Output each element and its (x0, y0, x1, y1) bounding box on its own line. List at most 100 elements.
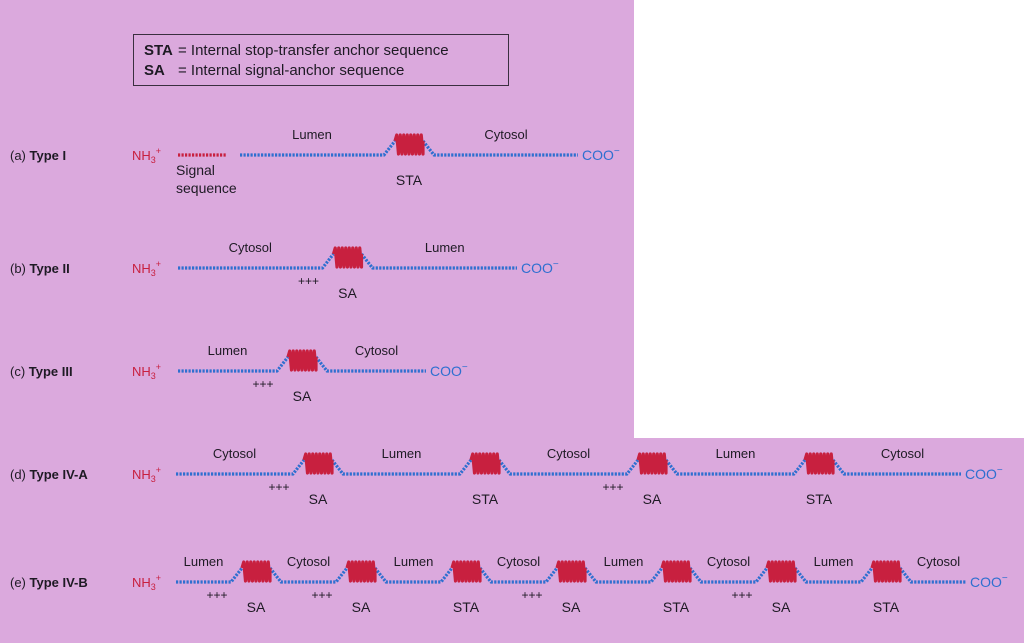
c-terminus-label: COO− (430, 362, 468, 379)
row-title-prefix: (e) (10, 575, 30, 590)
legend-text: = Internal stop-transfer anchor sequence (178, 42, 449, 59)
legend-abbr: SA (144, 62, 165, 79)
positive-charge-cluster: +++ (298, 274, 319, 288)
row-title-name: Type IV-A (30, 467, 89, 482)
polypeptide-chain (240, 140, 578, 157)
sta-label: STA (873, 599, 900, 615)
compartment-label-lumen: Lumen (292, 127, 332, 142)
row-title: (c) Type III (10, 364, 73, 379)
transmembrane-helix (345, 560, 377, 583)
compartment-label-cytosol: Cytosol (917, 554, 960, 569)
row-title: (e) Type IV-B (10, 575, 88, 590)
polypeptide-chain (176, 459, 961, 476)
compartment-label-lumen: Lumen (208, 343, 248, 358)
polypeptide-chain (178, 356, 426, 373)
protein-row-type-iv-b: (e) Type IV-B NH3+ SA +++ SA +++ STA SA +++ STA SA… (10, 554, 1008, 615)
sta-label: STA (472, 491, 499, 507)
row-title-prefix: (d) (10, 467, 30, 482)
compartment-label-lumen: Lumen (184, 554, 224, 569)
legend-row-sta: STA = Internal stop-transfer anchor seque… (144, 41, 508, 61)
compartment-label-cytosol: Cytosol (229, 240, 272, 255)
transmembrane-helix (450, 560, 482, 583)
signal-sequence-label: Signal (176, 162, 215, 178)
transmembrane-helix (331, 246, 364, 269)
sta-label: STA (806, 491, 833, 507)
row-title: (b) Type II (10, 261, 70, 276)
compartment-label-cytosol: Cytosol (547, 446, 590, 461)
n-terminus-label: NH3+ (132, 465, 161, 484)
row-title: (d) Type IV-A (10, 467, 88, 482)
row-title-name: Type III (29, 364, 73, 379)
compartment-label-lumen: Lumen (716, 446, 756, 461)
transmembrane-helix (302, 452, 334, 475)
n-terminus-label: NH3+ (132, 573, 161, 592)
n-terminus-label: NH3+ (132, 362, 161, 381)
compartment-label-lumen: Lumen (814, 554, 854, 569)
compartment-label-cytosol: Cytosol (497, 554, 540, 569)
sa-label: SA (338, 285, 357, 301)
legend-box: STA = Internal stop-transfer anchor seque… (133, 34, 509, 86)
positive-charge-cluster: +++ (731, 588, 752, 602)
compartment-label-lumen: Lumen (604, 554, 644, 569)
transmembrane-helix (660, 560, 692, 583)
c-terminus-label: COO− (965, 465, 1003, 482)
sa-label: SA (643, 491, 662, 507)
positive-charge-cluster: +++ (521, 588, 542, 602)
sa-label: SA (293, 388, 312, 404)
transmembrane-helix (636, 452, 668, 475)
sta-label: STA (396, 172, 423, 188)
c-terminus-label: COO− (582, 146, 620, 163)
compartment-label-cytosol: Cytosol (213, 446, 256, 461)
n-terminus-label: NH3+ (132, 146, 161, 165)
positive-charge-cluster: +++ (268, 480, 289, 494)
compartment-label-cytosol: Cytosol (707, 554, 750, 569)
transmembrane-helix (765, 560, 797, 583)
signal-sequence-label: sequence (176, 180, 237, 196)
c-terminus-label: COO− (970, 573, 1008, 590)
row-title-name: Type II (30, 261, 70, 276)
compartment-label-cytosol: Cytosol (881, 446, 924, 461)
row-title-prefix: (c) (10, 364, 29, 379)
sa-label: SA (309, 491, 328, 507)
protein-row-type-i: (a) Type I NH3+ Signal sequence STA Lumen Cyto… (10, 127, 620, 196)
n-terminus-label: NH3+ (132, 259, 161, 278)
transmembrane-helix (870, 560, 902, 583)
positive-charge-cluster: +++ (252, 377, 273, 391)
sta-label: STA (453, 599, 480, 615)
polypeptide-chain (178, 253, 517, 270)
c-terminus-label: COO− (521, 259, 559, 276)
sa-label: SA (352, 599, 371, 615)
compartment-label-lumen: Lumen (425, 240, 465, 255)
transmembrane-helix (393, 133, 425, 156)
sa-label: SA (772, 599, 791, 615)
row-title-name: Type IV-B (30, 575, 88, 590)
transmembrane-helix (803, 452, 835, 475)
positive-charge-cluster: +++ (206, 588, 227, 602)
legend-row-sa: SA = Internal signal-anchor sequence (144, 61, 508, 81)
protein-row-type-iv-a: (d) Type IV-A NH3+ SA +++ STA SA +++ STA Cytosol… (10, 446, 1003, 507)
positive-charge-cluster: +++ (311, 588, 332, 602)
row-title: (a) Type I (10, 148, 66, 163)
row-title-name: Type I (30, 148, 67, 163)
compartment-label-cytosol: Cytosol (484, 127, 527, 142)
transmembrane-helix (555, 560, 587, 583)
compartment-label-lumen: Lumen (394, 554, 434, 569)
transmembrane-helix (286, 349, 318, 372)
legend-text: = Internal signal-anchor sequence (178, 62, 405, 79)
compartment-label-cytosol: Cytosol (355, 343, 398, 358)
sa-label: SA (562, 599, 581, 615)
transmembrane-helix (240, 560, 272, 583)
compartment-label-lumen: Lumen (382, 446, 422, 461)
compartment-label-cytosol: Cytosol (287, 554, 330, 569)
sa-label: SA (247, 599, 266, 615)
row-title-prefix: (a) (10, 148, 30, 163)
legend-abbr: STA (144, 42, 173, 59)
row-title-prefix: (b) (10, 261, 30, 276)
positive-charge-cluster: +++ (602, 480, 623, 494)
transmembrane-helix (469, 452, 501, 475)
